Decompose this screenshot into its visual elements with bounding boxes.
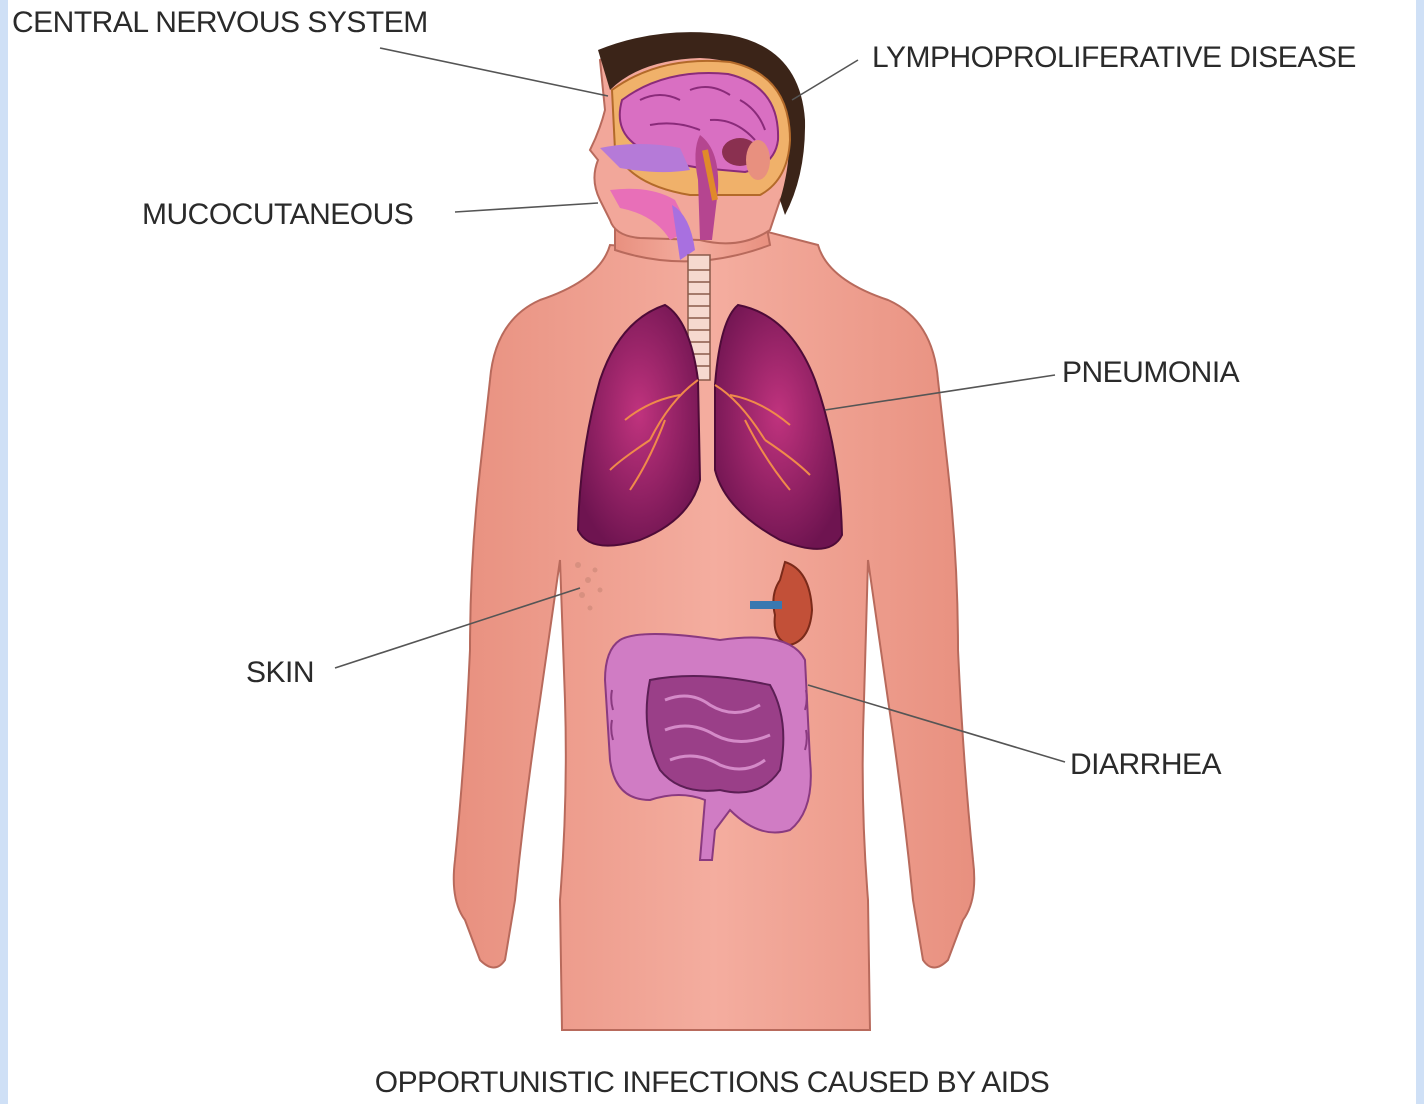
diagram-caption: OPPORTUNISTIC INFECTIONS CAUSED BY AIDS [0, 1068, 1424, 1098]
label-central-nervous-system: CENTRAL NERVOUS SYSTEM [12, 8, 428, 38]
body-silhouette [454, 190, 975, 1030]
label-skin: SKIN [246, 658, 314, 688]
leader-lympho [792, 60, 858, 100]
head [590, 32, 805, 260]
label-lymphoproliferative-disease: LYMPHOPROLIFERATIVE DISEASE [872, 43, 1356, 73]
label-pneumonia: PNEUMONIA [1062, 358, 1239, 388]
label-mucocutaneous: MUCOCUTANEOUS [142, 200, 413, 230]
label-diarrhea: DIARRHEA [1070, 750, 1221, 780]
leader-muco [455, 203, 598, 212]
leader-cns [380, 48, 608, 96]
